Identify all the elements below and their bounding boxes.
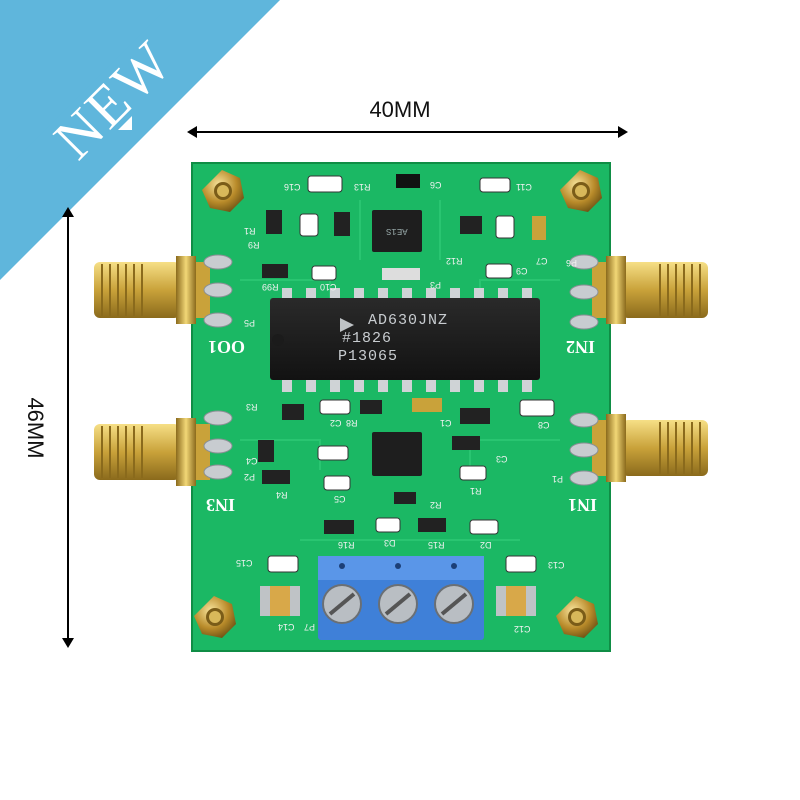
soic-chip-top xyxy=(372,210,422,252)
silk-r12: R12 xyxy=(446,256,463,266)
silk-c8: C8 xyxy=(538,420,550,430)
tantalum-capacitor-right xyxy=(496,586,536,616)
sma-connector-top-left xyxy=(94,256,210,324)
smd-components xyxy=(258,174,555,573)
silk-p5: P5 xyxy=(244,318,256,328)
sma-connector-bottom-right xyxy=(592,414,708,482)
port-label-in1: IN1 xyxy=(568,495,598,515)
silk-r1-lower: R1 xyxy=(470,486,482,496)
silk-p7: P7 xyxy=(304,622,316,632)
silk-r99: R99 xyxy=(262,282,279,292)
silk-c4: C4 xyxy=(246,456,258,466)
chip-marking-line2: #1826 xyxy=(342,330,393,347)
silk-d3: D3 xyxy=(384,538,396,548)
badge-arrow-icon xyxy=(118,116,132,130)
terminal-screw-3 xyxy=(434,584,474,624)
tantalum-capacitor-left xyxy=(260,586,300,616)
silk-c1: C1 xyxy=(440,418,452,428)
silk-r8: R8 xyxy=(346,418,358,428)
silk-r16: R16 xyxy=(338,540,355,550)
silk-c10: C10 xyxy=(320,282,337,292)
mounting-nut-top-right xyxy=(560,170,602,212)
silk-c9: C9 xyxy=(516,266,528,276)
silk-p3: P3 xyxy=(430,280,442,290)
ad630-chip xyxy=(270,288,540,392)
terminal-block xyxy=(318,556,484,640)
chip-marking-line3: P13065 xyxy=(338,348,399,365)
silk-c13: C13 xyxy=(548,560,565,570)
mounting-nut-bottom-left xyxy=(194,596,236,638)
silk-r3: R3 xyxy=(246,402,258,412)
chip-marking-line1: AD630JNZ xyxy=(368,312,449,329)
silk-c12: C12 xyxy=(514,624,531,634)
silk-p6: P6 xyxy=(566,258,578,268)
terminal-screw-2 xyxy=(378,584,418,624)
silk-p1: P1 xyxy=(552,474,564,484)
silk-r1: R1 xyxy=(244,226,256,236)
width-dimension-label: 40MM xyxy=(369,97,431,122)
silk-r13: R13 xyxy=(354,182,371,192)
small-chip-marking: AE1S xyxy=(386,226,408,236)
soic-chip-middle xyxy=(372,432,422,476)
silk-c3: C3 xyxy=(496,454,508,464)
port-label-out1: OO1 xyxy=(208,337,246,357)
sma-connector-top-right xyxy=(592,256,708,324)
silk-d2: D2 xyxy=(480,540,492,550)
height-dimension-line xyxy=(62,207,74,648)
mounting-nut-top-left xyxy=(202,170,244,212)
silk-c16: C16 xyxy=(284,182,301,192)
silk-r9: R9 xyxy=(248,240,260,250)
silk-c7: C7 xyxy=(536,256,548,266)
silk-c15: C15 xyxy=(236,558,253,568)
silk-c6: C6 xyxy=(430,180,442,190)
port-label-in2: IN2 xyxy=(566,337,596,357)
solder-joints xyxy=(203,254,599,486)
sma-connector-bottom-left xyxy=(94,418,210,486)
silk-c11: C11 xyxy=(516,182,532,192)
silk-p2: P2 xyxy=(244,472,256,482)
mounting-nut-bottom-right xyxy=(556,596,598,638)
silk-c2: C2 xyxy=(330,418,342,428)
port-label-in3: IN3 xyxy=(206,495,236,515)
silk-r4: R4 xyxy=(276,490,288,500)
terminal-screw-1 xyxy=(322,584,362,624)
pcb-body xyxy=(192,163,610,651)
silk-r2: R2 xyxy=(430,500,442,510)
silk-c14: C14 xyxy=(278,622,295,632)
silk-c5: C5 xyxy=(334,494,346,504)
silk-r15: R15 xyxy=(428,540,445,550)
width-dimension-line xyxy=(187,126,628,138)
